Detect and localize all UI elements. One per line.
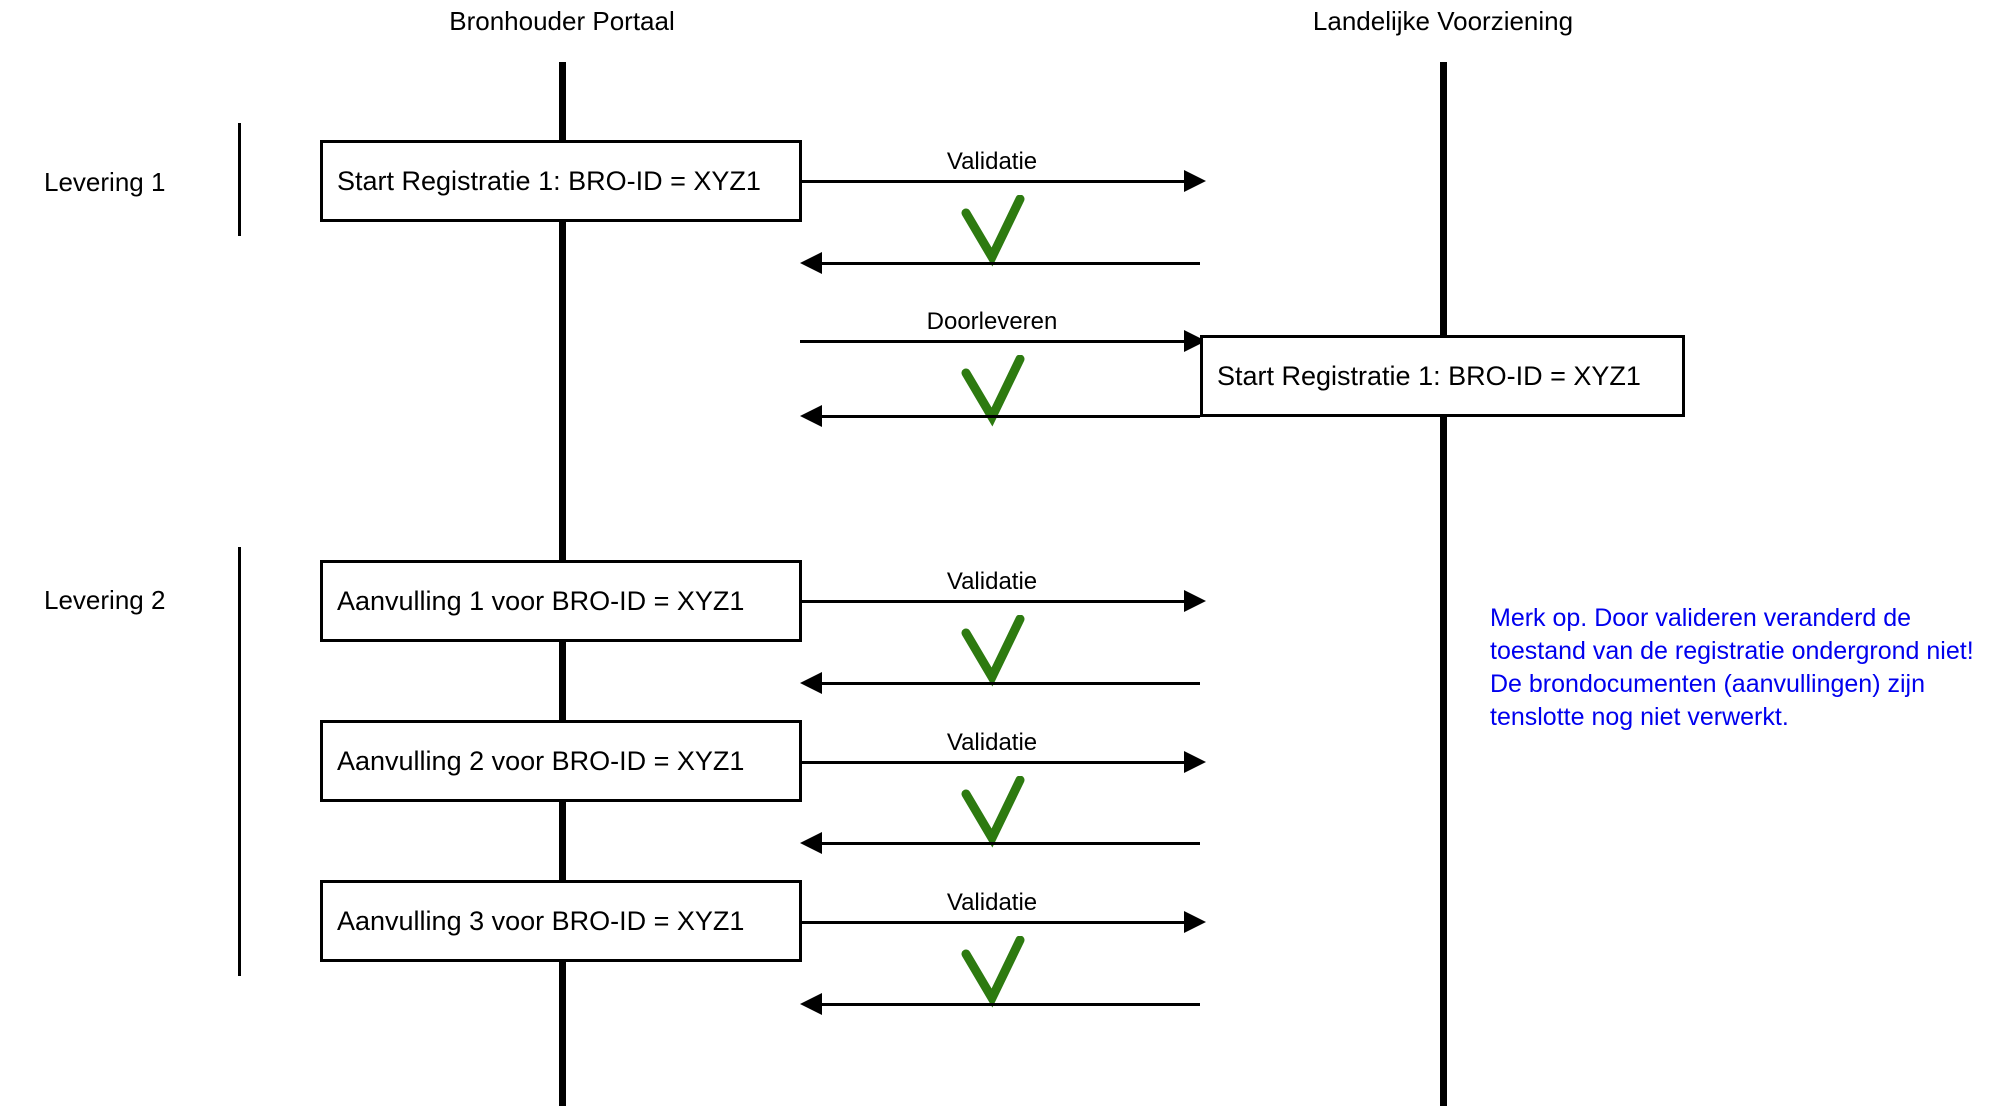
lane-label-levering-2: Levering 2 — [44, 585, 166, 615]
message-arrowhead-validatie-2 — [1184, 590, 1206, 612]
message-line-validatie-1 — [800, 180, 1184, 183]
lifeline-landelijke — [1440, 62, 1447, 1106]
message-arrowhead-validatie-4-return — [800, 993, 822, 1015]
lifeline-header-bronhouder: Bronhouder Portaal — [449, 6, 675, 36]
message-label-validatie-2: Validatie — [946, 568, 1038, 595]
message-arrowhead-validatie-2-return — [800, 672, 822, 694]
lane-bracket-levering-2 — [238, 547, 241, 976]
box-start-registratie-bronhouder-label: Start Registratie 1: BRO-ID = XYZ1 — [337, 165, 761, 196]
box-start-registratie-bronhouder[interactable]: Start Registratie 1: BRO-ID = XYZ1 — [320, 140, 802, 222]
message-arrowhead-validatie-1 — [1184, 170, 1206, 192]
validation-ok-check-icon-4 — [961, 776, 1025, 848]
message-line-validatie-1-return — [822, 262, 1200, 265]
message-label-validatie-3: Validatie — [946, 729, 1038, 756]
validation-ok-check-icon-1 — [961, 195, 1025, 267]
message-arrowhead-validatie-1-return — [800, 252, 822, 274]
message-line-validatie-3-return — [822, 842, 1200, 845]
box-start-registratie-landelijke-label: Start Registratie 1: BRO-ID = XYZ1 — [1217, 360, 1641, 391]
message-line-validatie-2 — [800, 600, 1184, 603]
validation-ok-check-icon-5 — [961, 936, 1025, 1008]
message-line-validatie-2-return — [822, 682, 1200, 685]
box-aanvulling-1[interactable]: Aanvulling 1 voor BRO-ID = XYZ1 — [320, 560, 802, 642]
box-aanvulling-3-label: Aanvulling 3 voor BRO-ID = XYZ1 — [337, 905, 745, 936]
message-arrowhead-validatie-4 — [1184, 911, 1206, 933]
message-label-doorleveren: Doorleveren — [926, 308, 1058, 335]
message-label-validatie-4: Validatie — [946, 889, 1038, 916]
message-line-validatie-3 — [800, 761, 1184, 764]
box-start-registratie-landelijke[interactable]: Start Registratie 1: BRO-ID = XYZ1 — [1200, 335, 1685, 417]
message-line-doorleveren — [800, 340, 1184, 343]
box-aanvulling-3[interactable]: Aanvulling 3 voor BRO-ID = XYZ1 — [320, 880, 802, 962]
box-aanvulling-1-label: Aanvulling 1 voor BRO-ID = XYZ1 — [337, 585, 745, 616]
message-label-validatie-1: Validatie — [946, 148, 1038, 175]
lane-label-levering-1: Levering 1 — [44, 167, 166, 197]
lifeline-header-landelijke: Landelijke Voorziening — [1312, 6, 1574, 36]
message-line-doorleveren-return — [822, 415, 1200, 418]
message-line-validatie-4 — [800, 921, 1184, 924]
box-aanvulling-2-label: Aanvulling 2 voor BRO-ID = XYZ1 — [337, 745, 745, 776]
lane-bracket-levering-1 — [238, 123, 241, 236]
message-arrowhead-validatie-3-return — [800, 832, 822, 854]
note-validatie: Merk op. Door valideren veranderd de toe… — [1490, 604, 1974, 731]
validation-ok-check-icon-3 — [961, 615, 1025, 687]
message-arrowhead-validatie-3 — [1184, 751, 1206, 773]
box-aanvulling-2[interactable]: Aanvulling 2 voor BRO-ID = XYZ1 — [320, 720, 802, 802]
message-arrowhead-doorleveren-return — [800, 405, 822, 427]
message-line-validatie-4-return — [822, 1003, 1200, 1006]
